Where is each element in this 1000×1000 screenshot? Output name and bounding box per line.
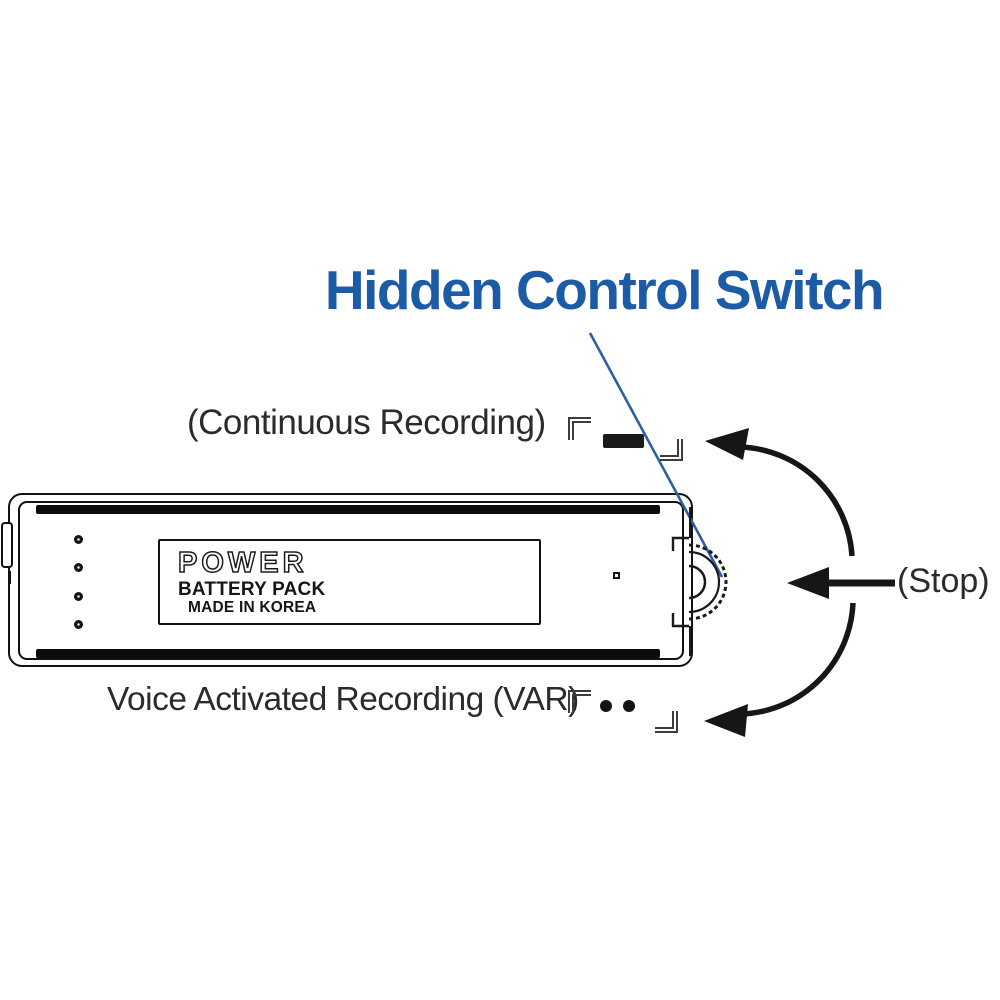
device-bottom-edge-bar [36, 649, 660, 658]
left-arrow-icon [787, 567, 895, 599]
corner-bracket-open-icon [568, 417, 591, 440]
device-top-edge-bar [36, 505, 660, 514]
device-side-clip [1, 522, 13, 568]
two-dots-icon [600, 700, 612, 712]
indicator-dot [74, 620, 83, 629]
two-dots-icon [623, 700, 635, 712]
solid-bar-icon [603, 434, 644, 448]
var-recording-label: Voice Activated Recording (VAR) [107, 681, 579, 718]
indicator-dot [74, 592, 83, 601]
label-made-in-korea: MADE IN KOREA [188, 599, 317, 616]
corner-bracket-open-icon [568, 690, 591, 713]
arrowhead-down-icon [704, 704, 748, 737]
curved-double-arrow-icon [740, 444, 856, 717]
device-side-notch [8, 571, 11, 584]
device-label-plate: POWER BATTERY PACK MADE IN KOREA [158, 539, 541, 625]
label-battery-pack: BATTERY PACK [178, 579, 326, 600]
page-title: Hidden Control Switch [324, 259, 885, 321]
indicator-dot [74, 535, 83, 544]
continuous-recording-label: (Continuous Recording) [187, 403, 546, 442]
indicator-dot [74, 563, 83, 572]
arrowhead-up-icon [705, 428, 749, 460]
corner-bracket-close-icon [655, 711, 678, 733]
microphone-hole [613, 572, 620, 579]
label-power: POWER [177, 547, 308, 579]
stop-label: (Stop) [897, 562, 990, 600]
corner-bracket-close-icon [660, 439, 683, 461]
